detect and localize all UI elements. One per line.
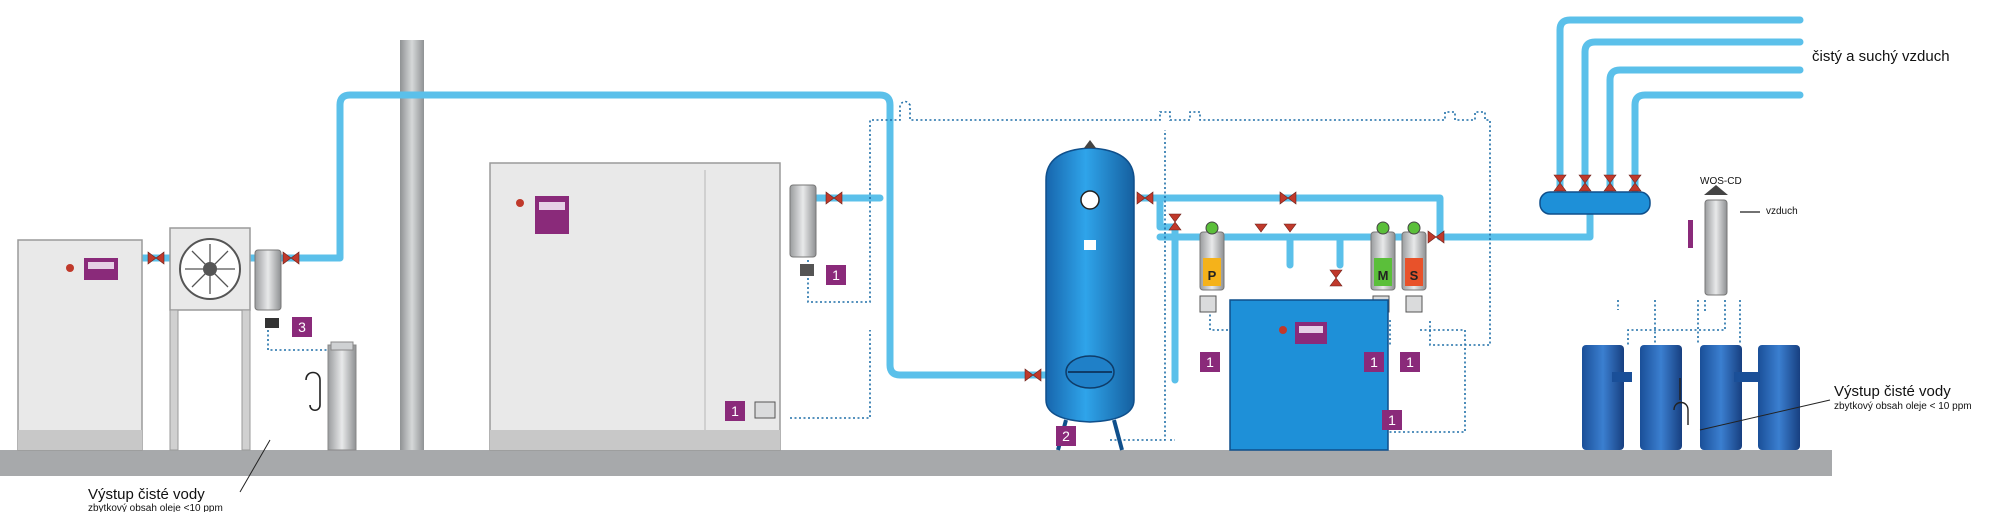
valves [147,174,1642,382]
badge-1-filter-p: 1 [1200,352,1220,372]
filter-m [1370,221,1396,291]
badge-3: 3 [292,317,312,337]
badge-1-filter-m: 1 [1364,352,1384,372]
air-outlet-label: vzduch [1766,206,1798,217]
wos-cd-label: WOS-CD [1700,176,1742,187]
filter-m-letter: M [1378,268,1389,283]
leader-line-left [239,439,271,493]
badge-1-filter-s: 1 [1400,352,1420,372]
badge-1-main-filter: 1 [826,265,846,285]
badge-1-dryer-drain: 1 [1382,410,1402,430]
badge-1-main-drain: 1 [725,401,745,421]
filter-s-letter: S [1410,268,1419,283]
water-outlet-right-sub: zbytkový obsah oleje < 10 ppm [1834,401,1972,412]
air-receiver-tank [1045,140,1135,451]
badge-2: 2 [1056,426,1076,446]
water-outlet-left-sub: zbytkový obsah oleje <10 ppm [88,503,223,512]
water-outlet-left-title: Výstup čisté vody [88,486,205,503]
prefilter-left [254,249,282,328]
left-oil-water-separator [305,341,357,451]
main-compressor-filter [789,184,817,276]
left-compressor-unit [17,239,143,451]
aftercooler-fan-unit [169,227,251,451]
water-outlet-right-title: Výstup čisté vody [1834,383,1951,400]
wos-separator-columns [1582,345,1800,450]
floor [0,450,1832,476]
clean-dry-air-label: čistý a suchý vzduch [1812,48,1950,65]
distribution-manifold [1539,191,1651,215]
building-column [400,40,424,450]
leader-line-right [1699,399,1831,431]
main-compressor-unit [489,162,781,451]
wos-cd-filter [1688,185,1728,296]
condensate-lines [267,100,1741,441]
filter-p [1199,221,1225,291]
filter-p-letter: P [1208,268,1217,283]
refrigeration-dryer [1229,299,1389,451]
filter-s [1401,221,1427,291]
